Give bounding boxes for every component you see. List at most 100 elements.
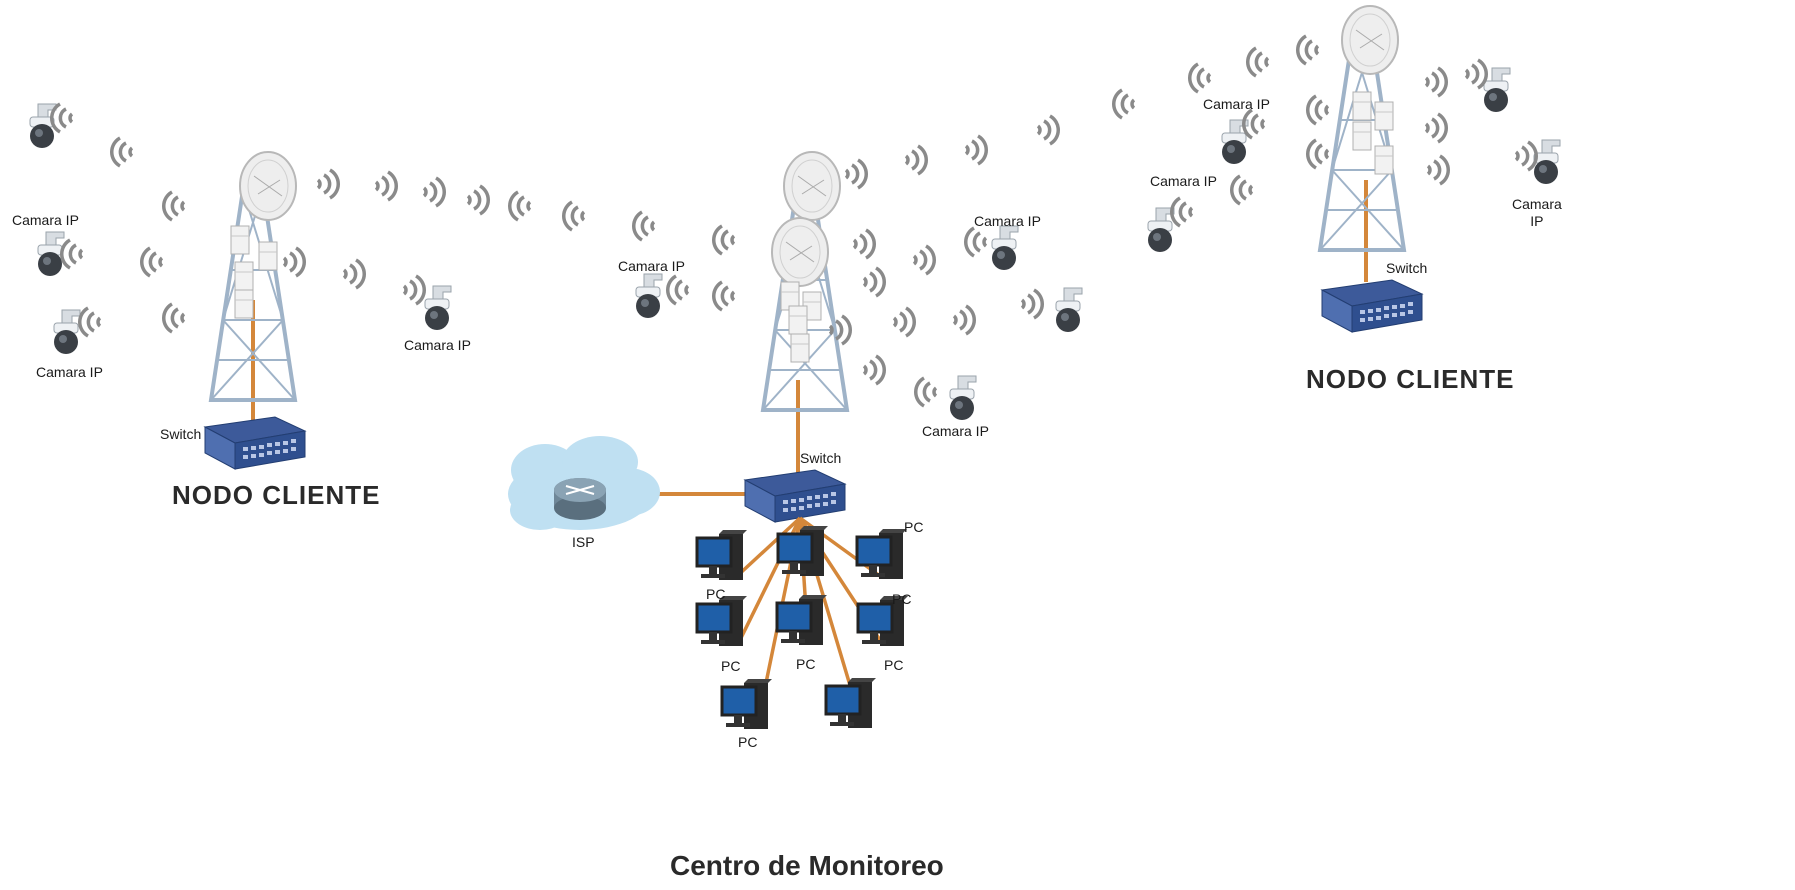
wifi-wave-icon: [1245, 46, 1270, 78]
center-node: [508, 151, 910, 731]
ip-camera-icon: [1147, 207, 1175, 253]
right-sector-icon: [1374, 145, 1394, 175]
pc-label: PC: [796, 656, 816, 672]
left-sector-icon: [234, 289, 254, 319]
right-switch-icon: [1321, 279, 1423, 333]
right-node: [1318, 5, 1423, 333]
wifi-wave-icon: [109, 136, 134, 168]
center-switch-label: Switch: [800, 450, 842, 466]
ip-camera-icon: [1055, 287, 1083, 333]
wifi-wave-icon: [161, 190, 186, 222]
ip-camera-icon: [53, 309, 81, 355]
left-sector-icon: [258, 241, 278, 271]
camera-label: Camara IP: [1150, 173, 1217, 189]
center-sector-icon: [788, 305, 808, 335]
left-dish-icon: [239, 151, 297, 221]
wifi-wave-icon: [282, 246, 307, 278]
left-node-title: NODO CLIENTE: [172, 480, 381, 510]
wifi-wave-icon: [711, 280, 736, 312]
pc-icon: [776, 524, 830, 578]
wifi-wave-icon: [1187, 62, 1212, 94]
camera-label: Camara IP: [12, 212, 79, 228]
pc-icon: [720, 677, 774, 731]
right-switch-label: Switch: [1386, 260, 1428, 276]
wifi-wave-icon: [912, 244, 937, 276]
right-node-title: NODO CLIENTE: [1306, 364, 1515, 394]
pc-icon: [855, 527, 909, 581]
wifi-wave-icon: [507, 190, 532, 222]
wifi-wave-icon: [374, 170, 399, 202]
pc-label: PC: [738, 734, 758, 750]
right-sector-icon: [1352, 121, 1372, 151]
left-sector-icon: [234, 261, 254, 291]
pc-label: PC: [706, 586, 726, 602]
wifi-wave-icon: [862, 354, 887, 386]
isp-label: ISP: [572, 534, 595, 550]
wifi-wave-icon: [913, 376, 938, 408]
ip-camera-icon: [424, 285, 452, 331]
wifi-wave-icon: [852, 228, 877, 260]
wifi-wave-icon: [77, 306, 102, 338]
ip-camera-icon: [635, 273, 663, 319]
center-sector-icon: [790, 333, 810, 363]
pc-icon: [695, 594, 749, 648]
camera-label: Camara IP: [922, 423, 989, 439]
camera-label: Camara IP: [1512, 196, 1562, 229]
center-switch-icon: [744, 469, 846, 523]
wifi-wave-icon: [1295, 34, 1320, 66]
wifi-wave-icon: [561, 200, 586, 232]
wifi-wave-icon: [342, 258, 367, 290]
camera-label: Camara IP: [1203, 96, 1270, 112]
ip-camera-icon: [1533, 139, 1561, 185]
pc-label: PC: [892, 591, 912, 607]
wifi-wave-icon: [1305, 94, 1330, 126]
wifi-wave-icon: [1020, 288, 1045, 320]
wifi-wave-icon: [665, 274, 690, 306]
wifi-wave-icon: [316, 168, 341, 200]
wifi-wave-icon: [1305, 138, 1330, 170]
wifi-wave-icon: [402, 274, 427, 306]
wifi-wave-icon: [904, 144, 929, 176]
wifi-wave-icon: [59, 238, 84, 270]
wifi-wave-icon: [1424, 112, 1449, 144]
left-node: [204, 151, 306, 470]
right-dish-icon: [1341, 5, 1399, 75]
ip-camera-icon: [949, 375, 977, 421]
center-dish-icon: [783, 151, 841, 221]
left-sector-icon: [230, 225, 250, 255]
left-switch-label: Switch: [160, 426, 202, 442]
wifi-wave-icon: [1426, 154, 1451, 186]
right-sector-icon: [1374, 101, 1394, 131]
wifi-wave-icon: [844, 158, 869, 190]
wifi-wave-icon: [1514, 140, 1539, 172]
pc-icon: [695, 528, 749, 582]
camera-label: Camara IP: [974, 213, 1041, 229]
wifi-wave-icon: [1111, 88, 1136, 120]
pc-label: PC: [904, 519, 924, 535]
wifi-wave-icon: [1169, 196, 1194, 228]
right-sector-icon: [1352, 91, 1372, 121]
pc-icon: [824, 676, 878, 730]
wifi-wave-icon: [139, 246, 164, 278]
wifi-wave-icon: [49, 102, 74, 134]
wifi-wave-icon: [892, 306, 917, 338]
pc-label: PC: [884, 657, 904, 673]
wifi-wave-icon: [1229, 174, 1254, 206]
wifi-wave-icon: [862, 266, 887, 298]
wifi-wave-icon: [1036, 114, 1061, 146]
camera-label: Camara IP: [404, 337, 471, 353]
camera-label: Camara IP: [36, 364, 103, 380]
left-switch-icon: [204, 416, 306, 470]
wifi-wave-icon: [952, 304, 977, 336]
wifi-wave-icon: [1464, 58, 1489, 90]
wifi-wave-icon: [466, 184, 491, 216]
wifi-wave-icon: [161, 302, 186, 334]
ip-camera-icon: [991, 225, 1019, 271]
wifi-wave-icon: [631, 210, 656, 242]
wifi-wave-icon: [711, 224, 736, 256]
center-dish-icon: [771, 217, 829, 287]
pc-label: PC: [721, 658, 741, 674]
isp-cloud-icon: [508, 436, 660, 530]
camera-label: Camara IP: [618, 258, 685, 274]
